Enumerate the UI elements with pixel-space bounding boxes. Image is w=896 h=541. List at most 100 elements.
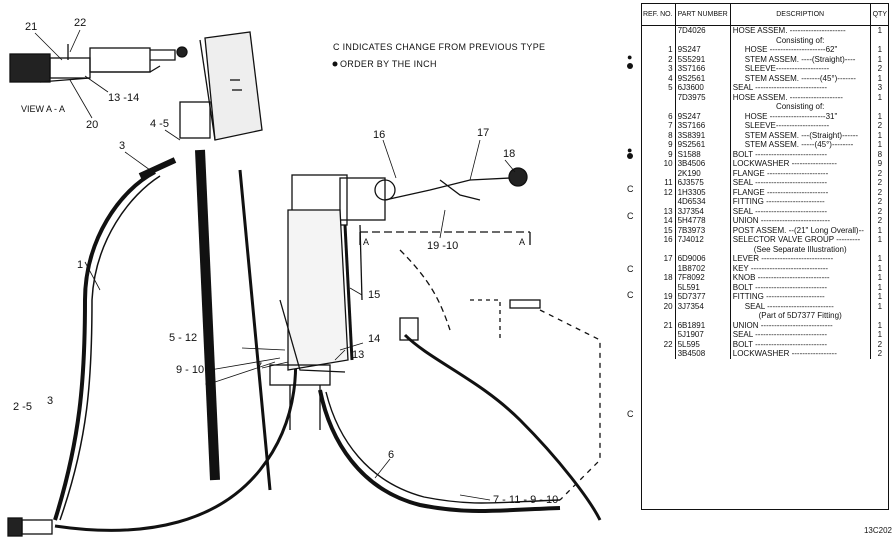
description-cell: SEAL --------------------------- <box>730 330 871 340</box>
change-marker: C <box>627 290 634 300</box>
exploded-diagram <box>7 29 633 537</box>
description-cell: STEM ASSEM. -------(45°)------- <box>730 73 871 83</box>
footer-code: 13C202 <box>863 526 892 535</box>
callout-22: 22 <box>74 17 87 29</box>
order-by-inch-marker: ● <box>627 144 633 155</box>
callout-3-lower: 3 <box>47 395 54 407</box>
callout-15: 15 <box>368 289 381 301</box>
description-cell: HOSE ASSEM. -------------------- <box>730 92 871 102</box>
part-number-cell: 5J1907 <box>675 330 731 340</box>
ref-cell <box>641 349 676 359</box>
callout-7-11-9-10: 7 - 11 - 9 - 10 <box>493 494 559 506</box>
table-row: Consisting of: <box>641 102 889 112</box>
part-number-cell: 2K190 <box>675 168 731 178</box>
part-number-cell: 3S8391 <box>675 130 731 140</box>
description-cell: LOCKWASHER ----------------- <box>730 349 871 359</box>
description-cell: STEM ASSEM. ----(Straight)---- <box>730 54 871 64</box>
ref-cell <box>641 330 676 340</box>
qty-cell: 1 <box>877 235 883 245</box>
qty-cell: 2 <box>877 121 883 131</box>
qty-cell: 1 <box>877 54 883 64</box>
part-number-cell: 7D3975 <box>675 92 731 102</box>
qty-cell <box>870 311 889 321</box>
part-number-cell: S1588 <box>675 149 731 159</box>
callout-7: 7 <box>256 361 263 373</box>
header-part-number: PART NUMBER <box>675 3 731 26</box>
post-assembly <box>343 224 354 361</box>
description-cell: FITTING ---------------------- <box>730 197 871 207</box>
callout-8: 8 <box>205 377 212 389</box>
description-cell: HOSE ---------------------31" <box>730 111 871 121</box>
selector-valve <box>291 167 528 226</box>
description-cell: SEAL --------------------------- <box>730 178 871 188</box>
change-marker: C <box>627 184 634 195</box>
callout-14: 14 <box>368 333 381 345</box>
part-number-cell: 5H4778 <box>675 216 731 226</box>
ref-cell <box>641 197 676 207</box>
view-a-a-inset <box>9 44 188 83</box>
part-number-cell: 6J3600 <box>675 83 731 93</box>
description-cell: UNION --------------------------- <box>730 320 871 330</box>
callout-5-12: 5 - 12 <box>169 332 198 344</box>
qty-cell: 3 <box>877 83 883 93</box>
qty-cell: 1 <box>877 273 883 283</box>
qty-cell: 1 <box>877 330 883 340</box>
part-number-cell: 7D4026 <box>675 25 731 36</box>
callout-18: 18 <box>503 148 516 160</box>
description-cell: HOSE ASSEM. --------------------- <box>730 25 871 36</box>
part-number-cell: 9S2561 <box>675 73 731 83</box>
part-number-cell: 6J3575 <box>675 178 731 188</box>
ref-cell: 12 <box>641 187 676 197</box>
description-cell: UNION -------------------------- <box>730 216 871 226</box>
callout-13: 13 <box>352 349 365 361</box>
ref-cell: 1 <box>641 45 676 55</box>
qty-cell: 2 <box>877 178 883 188</box>
part-number-cell: 6D9006 <box>675 254 731 264</box>
ref-cell: 10 <box>641 159 676 169</box>
qty-cell: 1 <box>877 92 883 102</box>
ref-cell: 8 <box>641 130 676 140</box>
qty-cell: 1 <box>877 263 883 273</box>
callout-16: 16 <box>373 129 386 141</box>
description-cell: KEY ----------------------------- <box>730 263 871 273</box>
callout-19-10: 19 -10 <box>427 240 459 252</box>
header-ref: REF. NO. <box>641 3 676 26</box>
callout-13-14: 13 -14 <box>108 92 140 104</box>
callout-6: 6 <box>388 449 395 461</box>
ref-cell <box>641 35 676 45</box>
callout-4-5: 4 -5 <box>150 118 169 130</box>
description-cell: STEM ASSEM. ---(Straight)------ <box>730 130 871 140</box>
vertical-tube <box>195 149 220 481</box>
view-label: VIEW A - A <box>21 104 66 114</box>
part-number-cell: 7F8092 <box>675 273 731 283</box>
ref-cell: 7 <box>641 121 676 131</box>
ref-cell: 13 <box>641 206 676 216</box>
ref-cell: 14 <box>641 216 676 226</box>
part-number-cell: 3S7166 <box>675 64 731 74</box>
part-number-cell: 5L591 <box>675 282 731 292</box>
part-number-cell: 3B4508 <box>675 349 731 359</box>
qty-cell: 8 <box>877 149 883 159</box>
part-number-cell <box>675 244 731 254</box>
qty-cell: 1 <box>877 111 883 121</box>
qty-cell: 2 <box>877 206 883 216</box>
ref-cell <box>641 282 676 292</box>
qty-cell: 1 <box>877 26 883 36</box>
